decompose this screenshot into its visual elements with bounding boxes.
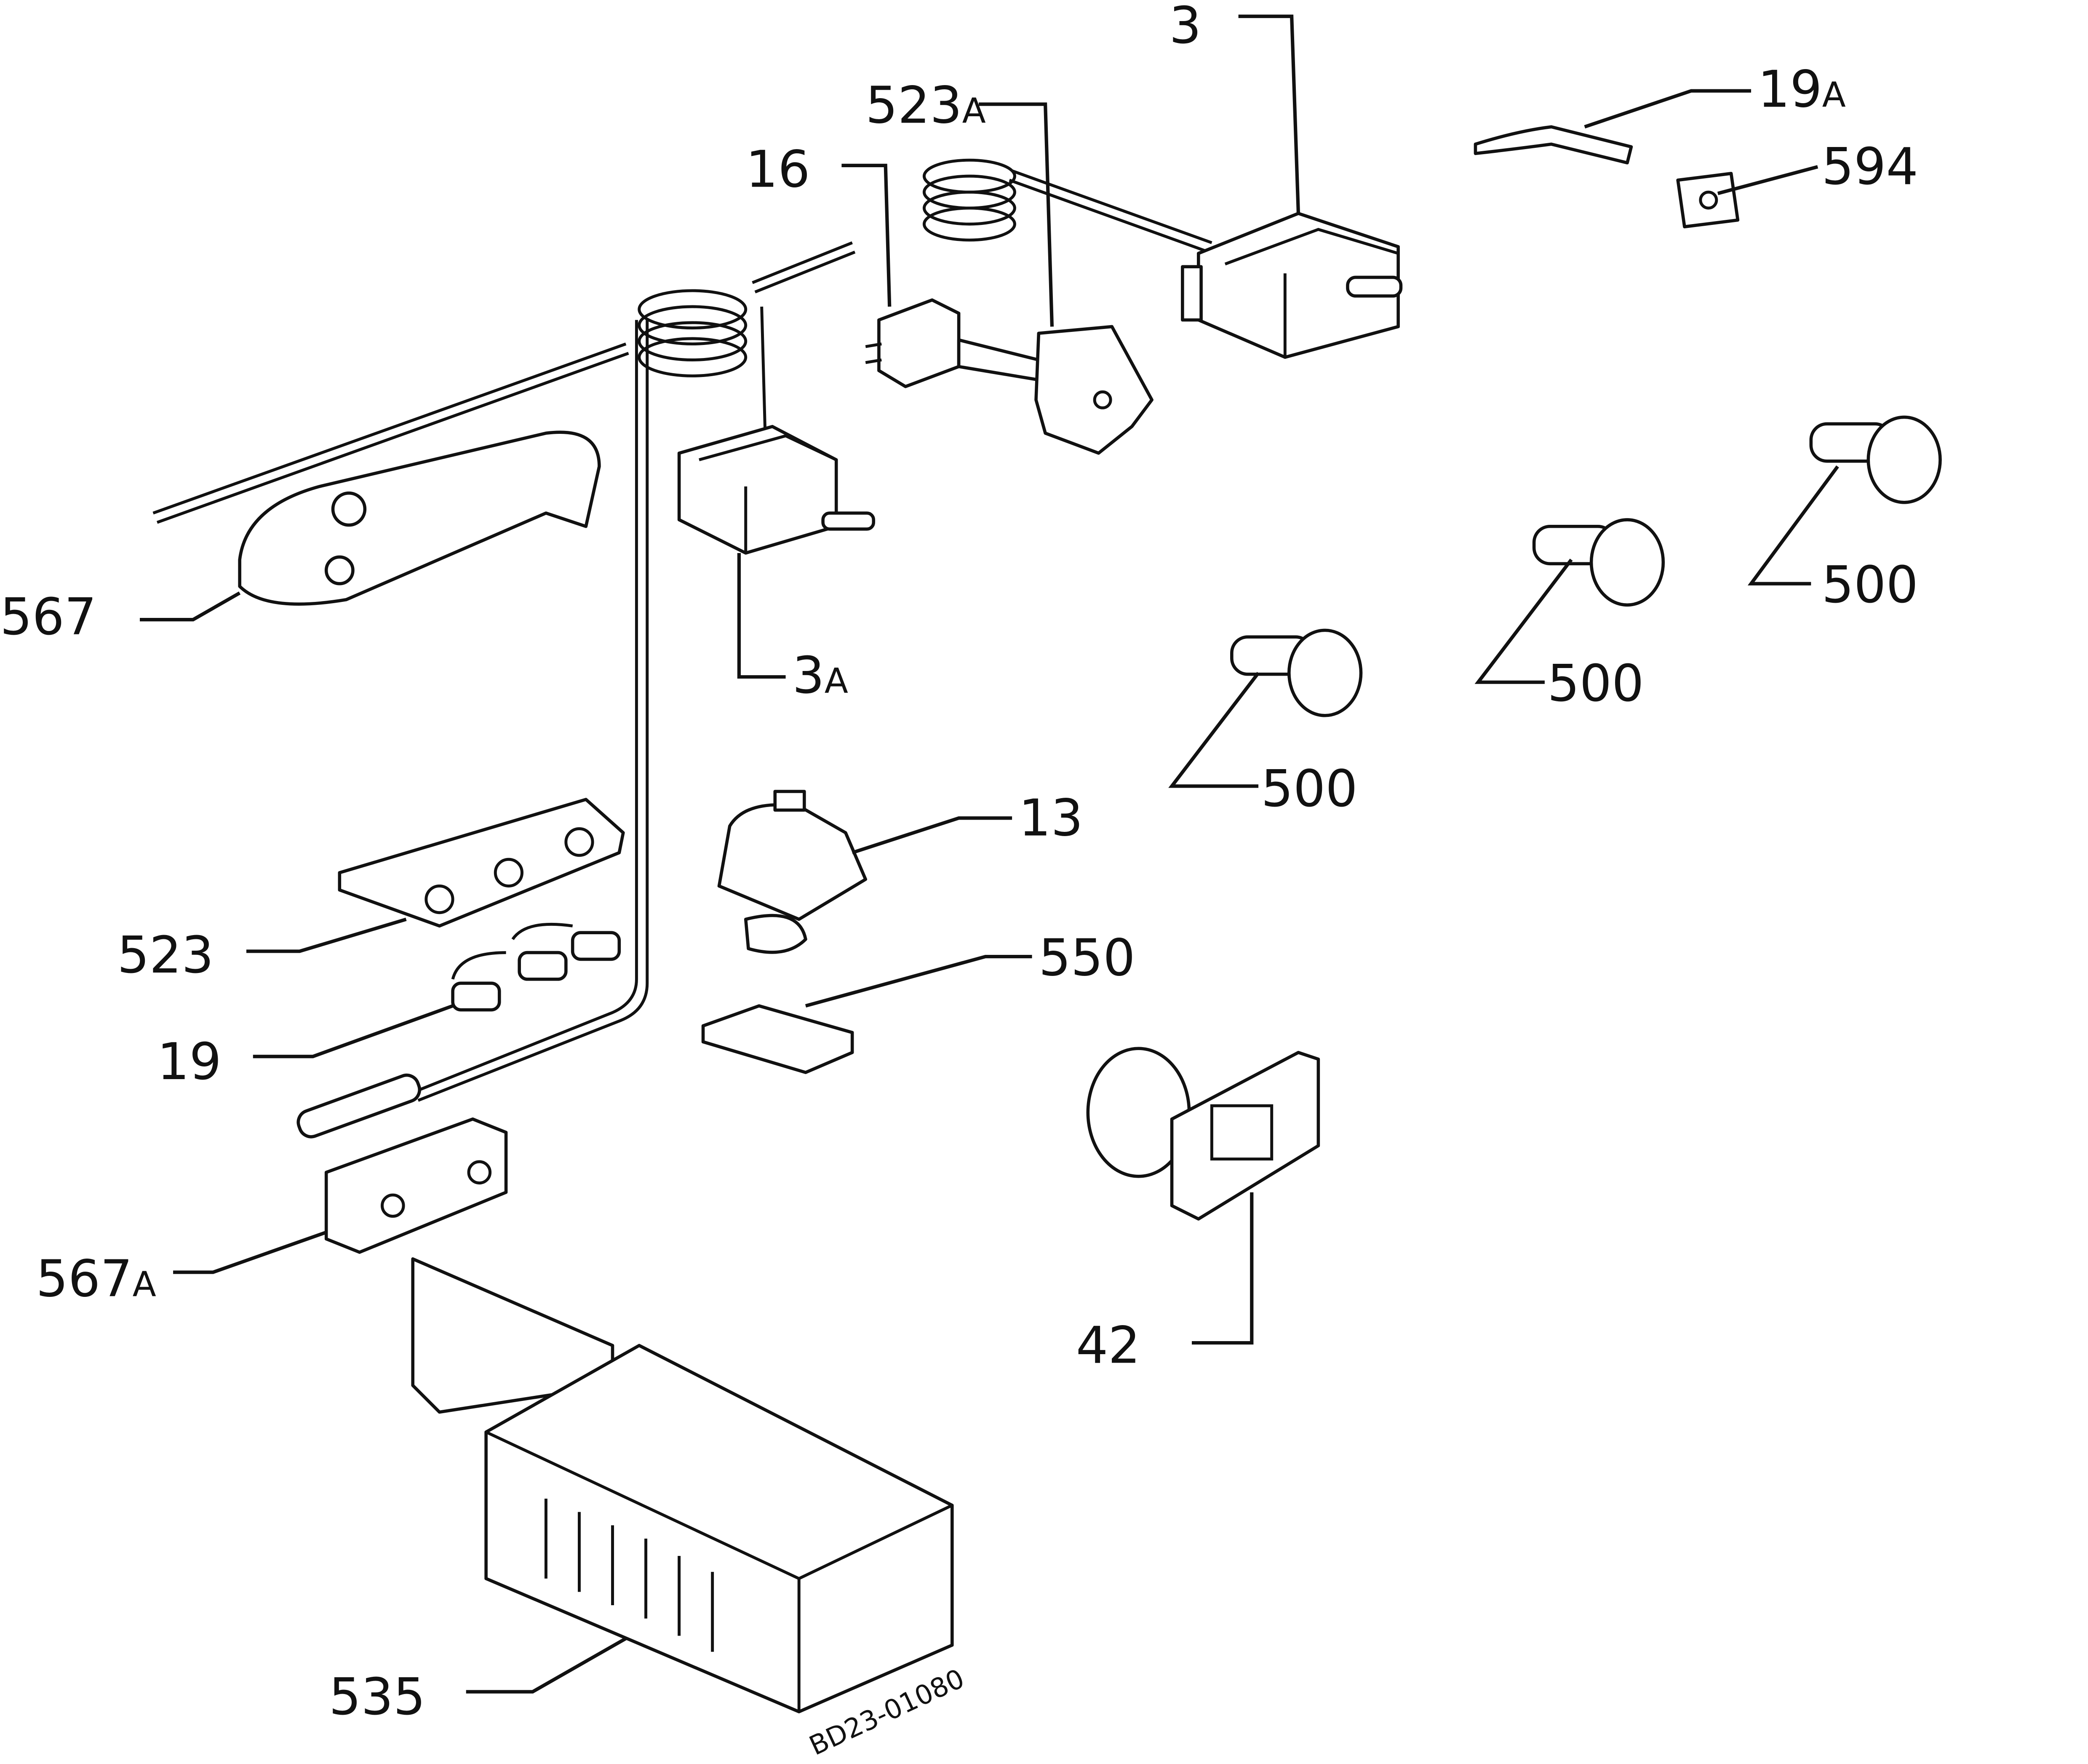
label-500-2: 500 [1547,654,1644,713]
part-567a-holder [324,1117,508,1254]
label-550: 550 [1039,928,1135,987]
label-567: 567 [0,588,96,647]
coil-3 [922,158,1016,242]
label-500-1: 500 [1822,556,1918,615]
label-523: 523 [117,926,214,985]
label-523a: 523A [865,76,986,135]
label-594: 594 [1822,137,1918,196]
label-42: 42 [1076,1316,1140,1375]
part-13-switch [717,790,868,954]
label-3a: 3A [792,646,848,705]
part-535-cover [411,1257,954,1713]
label-16: 16 [746,140,810,199]
part-16-switch [865,298,1041,388]
part-500-knob-3 [1230,628,1363,717]
part-500-knob-2 [1532,518,1665,607]
part-3-thermostat [1181,211,1403,359]
part-594-nut [1676,172,1740,229]
part-500-knob-1 [1809,415,1942,504]
leader-lines [140,14,1839,1694]
label-19a: 19A [1758,60,1846,119]
label-13: 13 [1019,788,1083,847]
label-500-3: 500 [1261,759,1357,818]
part-19-wires [451,922,621,1012]
part-42-lamp-socket [1086,1047,1320,1221]
label-3: 3 [1169,0,1201,55]
coil-3a [638,289,748,377]
label-535: 535 [329,1668,425,1727]
label-567a: 567A [36,1249,156,1308]
part-3a-thermostat [677,425,876,555]
part-523a-bracket [1034,325,1153,455]
part-550-clip [701,1004,854,1074]
part-567-holder [238,430,601,606]
part-19a-clip [1474,125,1633,165]
label-19: 19 [157,1032,222,1091]
part-523-bar [338,798,625,928]
